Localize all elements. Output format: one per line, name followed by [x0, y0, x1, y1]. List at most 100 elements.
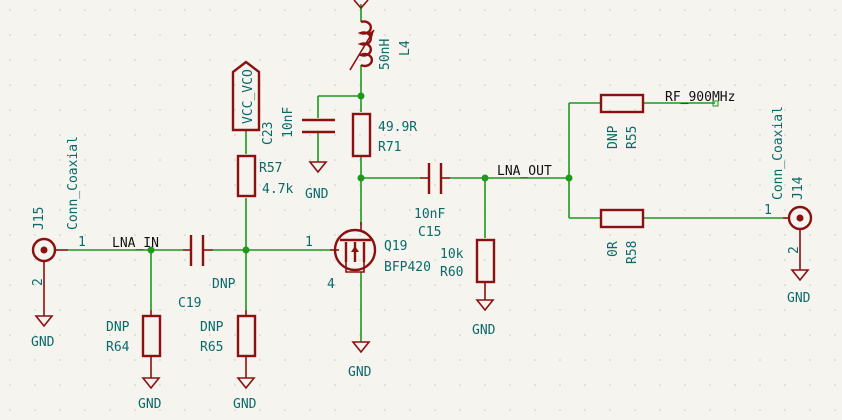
- grid-dot: [509, 109, 511, 111]
- l4-ref: L4: [398, 40, 413, 56]
- grid-dot: [834, 59, 836, 61]
- grid-dot: [9, 359, 11, 361]
- grid-dot: [584, 84, 586, 86]
- vcc-label: VCC_VCO: [241, 69, 256, 124]
- grid-dot: [759, 209, 761, 211]
- grid-dot: [534, 184, 536, 186]
- grid-dot: [184, 159, 186, 161]
- grid-dot: [209, 184, 211, 186]
- grid-dot: [59, 9, 61, 11]
- grid-dot: [109, 409, 111, 411]
- grid-dot: [209, 409, 211, 411]
- grid-dot: [9, 84, 11, 86]
- grid-dot: [709, 134, 711, 136]
- grid-dot: [284, 384, 286, 386]
- grid-dot: [384, 134, 386, 136]
- grid-dot: [334, 284, 336, 286]
- grid-dot: [434, 9, 436, 11]
- grid-dot: [559, 34, 561, 36]
- grid-dot: [534, 9, 536, 11]
- grid-dot: [134, 209, 136, 211]
- grid-dot: [759, 409, 761, 411]
- grid-dot: [409, 159, 411, 161]
- grid-dot: [384, 284, 386, 286]
- grid-dot: [259, 334, 261, 336]
- grid-dot: [734, 284, 736, 286]
- grid-dot: [834, 234, 836, 236]
- grid-dot: [134, 409, 136, 411]
- grid-dot: [84, 234, 86, 236]
- grid-dot: [609, 9, 611, 11]
- grid-dot: [359, 384, 361, 386]
- grid-dot: [409, 334, 411, 336]
- grid-dot: [234, 409, 236, 411]
- c19-ref: C19: [178, 296, 201, 311]
- grid-dot: [309, 109, 311, 111]
- grid-dot: [809, 184, 811, 186]
- q19-arrow-icon: [351, 246, 359, 252]
- grid-dot: [209, 334, 211, 336]
- grid-dot: [509, 384, 511, 386]
- r58-value: 0R: [606, 241, 621, 257]
- grid-dot: [434, 234, 436, 236]
- junction-base: [242, 246, 250, 254]
- grid-dot: [484, 334, 486, 336]
- grid-dot: [434, 409, 436, 411]
- grid-dot: [9, 309, 11, 311]
- junction-lna-in: [147, 246, 155, 254]
- grid-dot: [134, 234, 136, 236]
- grid-dot: [659, 184, 661, 186]
- junction-collector: [357, 174, 365, 182]
- grid-dot: [309, 9, 311, 11]
- resistor-r55: DNP R55: [599, 93, 645, 149]
- grid-dot: [659, 159, 661, 161]
- q19-body-icon: [333, 228, 377, 272]
- grid-dot: [759, 184, 761, 186]
- grid-dot: [534, 209, 536, 211]
- grid-dot: [509, 9, 511, 11]
- grid-dot: [334, 409, 336, 411]
- grid-dot: [159, 209, 161, 211]
- inductor-l4: 50nH L4: [349, 0, 413, 71]
- grid-dot: [584, 259, 586, 261]
- grid-dot: [259, 234, 261, 236]
- grid-dot: [609, 284, 611, 286]
- grid-dot: [34, 359, 36, 361]
- grid-dot: [684, 409, 686, 411]
- grid-dot: [309, 84, 311, 86]
- grid-dot: [184, 109, 186, 111]
- grid-dot: [434, 84, 436, 86]
- grid-dot: [284, 309, 286, 311]
- l4-value: 50nH: [378, 39, 393, 70]
- grid-dot: [434, 334, 436, 336]
- grid-dot: [659, 134, 661, 136]
- grid-dot: [784, 309, 786, 311]
- grid-dot: [484, 84, 486, 86]
- grid-dot: [534, 334, 536, 336]
- j14-value: Conn_Coaxial: [771, 106, 786, 200]
- grid-dot: [459, 334, 461, 336]
- grid-dot: [559, 9, 561, 11]
- grid-dot: [334, 109, 336, 111]
- r71-body-icon: [351, 112, 372, 158]
- grid-dot: [409, 384, 411, 386]
- grid-dot: [459, 34, 461, 36]
- grid-dot: [234, 284, 236, 286]
- grid-dot: [509, 134, 511, 136]
- grid-dot: [634, 9, 636, 11]
- grid-dot: [459, 134, 461, 136]
- grid-dot: [134, 309, 136, 311]
- grid-dot: [709, 34, 711, 36]
- grid-dot: [709, 234, 711, 236]
- grid-dot: [134, 34, 136, 36]
- grid-dot: [509, 59, 511, 61]
- grid-dot: [659, 334, 661, 336]
- j14-ref: J14: [791, 176, 806, 200]
- r60-value: 10k: [440, 247, 464, 262]
- grid-dot: [559, 234, 561, 236]
- net-label-rf: RF_900MHz: [665, 90, 735, 105]
- grid-dot: [209, 209, 211, 211]
- gnd-icon: [34, 315, 54, 328]
- gnd-label: GND: [31, 335, 55, 350]
- grid-dot: [259, 384, 261, 386]
